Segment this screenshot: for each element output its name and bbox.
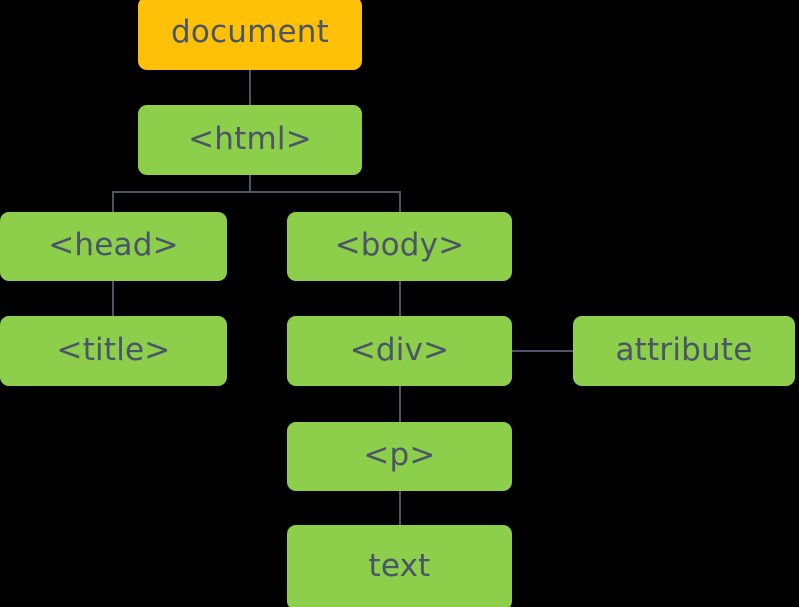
node-attribute[interactable]: attribute [573, 316, 795, 386]
node-p-label: <p> [363, 437, 436, 473]
node-html-label: <html> [188, 120, 312, 157]
node-div[interactable]: <div> [287, 316, 512, 386]
node-body[interactable]: <body> [287, 212, 512, 281]
node-document[interactable]: document [138, 0, 362, 70]
node-text[interactable]: text [287, 525, 512, 607]
node-title[interactable]: <title> [0, 316, 227, 386]
node-div-label: <div> [349, 331, 450, 368]
node-body-label: <body> [334, 227, 465, 263]
node-document-label: document [170, 14, 329, 50]
node-attribute-label: attribute [615, 331, 753, 368]
node-html[interactable]: <html> [138, 105, 362, 175]
node-p[interactable]: <p> [287, 422, 512, 491]
node-title-label: <title> [56, 331, 171, 368]
node-head-label: <head> [48, 227, 179, 263]
node-text-label: text [368, 548, 431, 584]
node-head[interactable]: <head> [0, 212, 227, 281]
